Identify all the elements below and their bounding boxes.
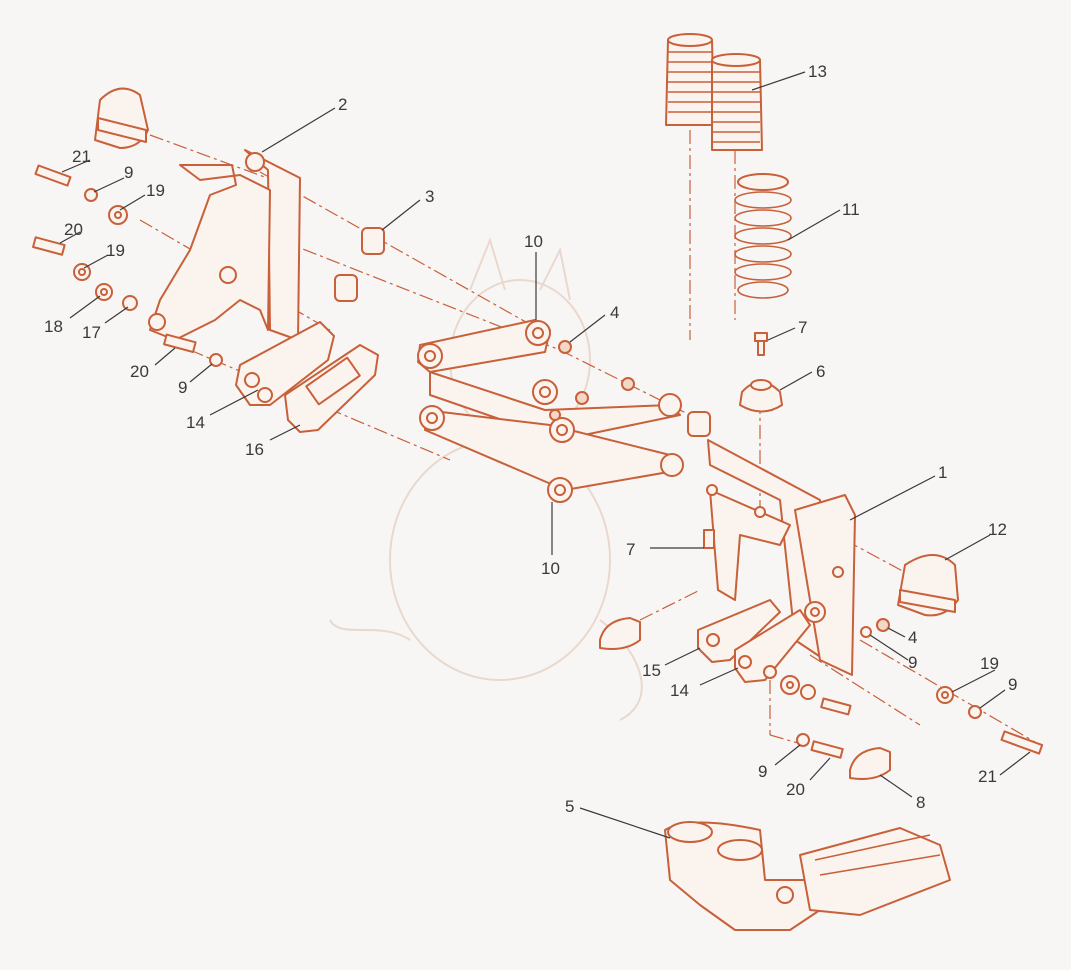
callout-11: 11	[842, 200, 860, 219]
part-10-upper-link	[417, 319, 682, 441]
part-3-spacers	[334, 227, 385, 302]
callout-16: 16	[245, 440, 264, 459]
callout-15: 15	[642, 661, 661, 680]
callout-10: 10	[541, 559, 560, 578]
callout-9: 9	[758, 762, 767, 781]
callout-19: 19	[980, 654, 999, 673]
callout-3: 3	[425, 187, 434, 206]
part-4-nuts-center	[549, 340, 635, 421]
callout-9: 9	[124, 163, 133, 182]
callout-9: 9	[1008, 675, 1017, 694]
callout-13: 13	[808, 62, 827, 81]
callout-6: 6	[816, 362, 825, 381]
left-fasteners	[32, 164, 223, 367]
part-16-left-plate	[284, 344, 379, 433]
callout-7: 7	[798, 318, 807, 337]
callout-14: 14	[670, 681, 689, 700]
callout-4: 4	[610, 303, 619, 322]
part-6-damper-mount	[739, 379, 783, 413]
callout-9: 9	[178, 378, 187, 397]
callout-21: 21	[72, 147, 91, 166]
part-11-coil-spring	[734, 173, 792, 299]
callout-20: 20	[786, 780, 805, 799]
callout-21: 21	[978, 767, 997, 786]
part-14-right-plate	[734, 609, 811, 683]
callout-2: 2	[338, 95, 347, 114]
callout-19: 19	[106, 241, 125, 260]
callout-labels: 2 21 9 19 20 19 18 17 3 20 9 14 16 10 4 …	[44, 62, 1017, 816]
callout-20: 20	[130, 362, 149, 381]
callout-7: 7	[626, 540, 635, 559]
callout-19: 19	[146, 181, 165, 200]
callout-5: 5	[565, 797, 574, 816]
callout-8: 8	[916, 793, 925, 812]
callout-14: 14	[186, 413, 205, 432]
part-7-upper-bolt	[754, 332, 768, 356]
callout-10: 10	[524, 232, 543, 251]
part-12-left-stop-cap	[94, 87, 149, 149]
part-8-bump-stops	[599, 617, 891, 780]
callout-9: 9	[908, 653, 917, 672]
callout-18: 18	[44, 317, 63, 336]
right-fasteners	[763, 618, 1044, 759]
part-13-bellows	[665, 33, 763, 151]
part-7-lower-bolt	[703, 529, 715, 549]
part-10-lower-link	[419, 405, 684, 503]
leader-lines	[59, 71, 1031, 839]
callout-20: 20	[64, 220, 83, 239]
callout-17: 17	[82, 323, 101, 342]
part-12-right-stop-cap	[897, 554, 959, 617]
part-5-housing	[664, 821, 951, 931]
part-1-right-bracket	[706, 439, 856, 676]
callout-4: 4	[908, 628, 917, 647]
callout-12: 12	[988, 520, 1007, 539]
part-14-left-link	[235, 321, 335, 406]
right-spacer	[687, 411, 711, 437]
part-2-left-bracket	[148, 149, 301, 341]
part-15-right-link	[697, 599, 781, 663]
callout-1: 1	[938, 463, 947, 482]
